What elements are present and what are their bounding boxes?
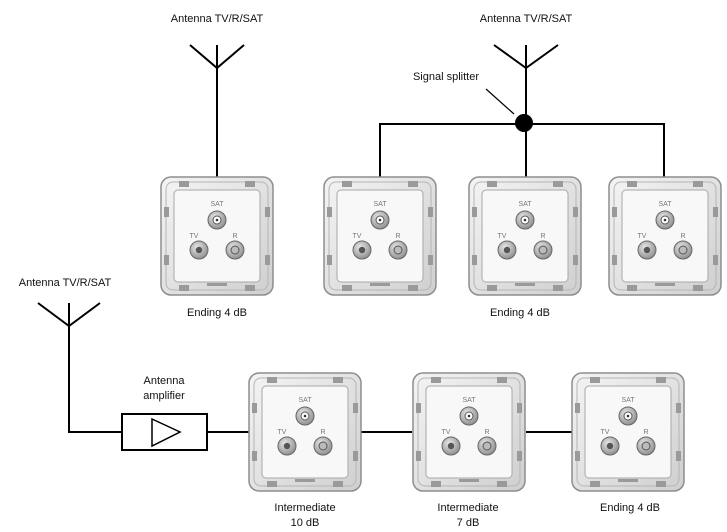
port-label-r: R — [395, 233, 400, 240]
port-label-r: R — [320, 429, 325, 436]
socket-split-2: SAT TV R — [468, 176, 582, 296]
splitter-label: Signal splitter — [413, 71, 479, 83]
socket-label-intermediate-2-line2: 7 dB — [457, 517, 480, 529]
socket-label-intermediate-1-line1: Intermediate — [274, 502, 335, 514]
antenna-label-left: Antenna TV/R/SAT — [19, 277, 112, 289]
port-label-sat: SAT — [518, 201, 532, 208]
antenna-top-right: Antenna TV/R/SAT — [480, 13, 573, 25]
antenna-label-top-right: Antenna TV/R/SAT — [480, 13, 573, 25]
socket-label-single: Ending 4 dB — [187, 307, 247, 319]
port-label-sat: SAT — [462, 397, 476, 404]
port-label-r: R — [484, 429, 489, 436]
antenna-amplifier: Antenna amplifier — [121, 375, 208, 451]
socket-label-intermediate-1-line2: 10 dB — [291, 517, 320, 529]
port-label-r: R — [643, 429, 648, 436]
antenna-left: Antenna TV/R/SAT — [19, 277, 112, 289]
amplifier-label-line2: amplifier — [143, 390, 185, 402]
port-label-r: R — [232, 233, 237, 240]
port-label-r: R — [680, 233, 685, 240]
port-label-sat: SAT — [298, 397, 312, 404]
splitter-node — [515, 114, 533, 132]
port-label-tv: TV — [190, 233, 199, 240]
socket-ending-chain: SAT TV R — [571, 372, 685, 492]
antenna-top-left: Antenna TV/R/SAT — [171, 13, 264, 25]
signal-splitter: Signal splitter — [413, 71, 533, 132]
port-label-r: R — [540, 233, 545, 240]
port-label-sat: SAT — [658, 201, 672, 208]
port-label-tv: TV — [353, 233, 362, 240]
socket-split-1: SAT TV R — [323, 176, 437, 296]
port-label-tv: TV — [498, 233, 507, 240]
socket-intermediate-2: SAT TV R — [412, 372, 526, 492]
amplifier-label-line1: Antenna — [144, 375, 186, 387]
socket-split-3: SAT TV R — [608, 176, 722, 296]
port-label-sat: SAT — [373, 201, 387, 208]
port-label-tv: TV — [638, 233, 647, 240]
socket-intermediate-1: SAT TV R — [248, 372, 362, 492]
socket-label-split-group: Ending 4 dB — [490, 307, 550, 319]
socket-label-intermediate-2-line1: Intermediate — [437, 502, 498, 514]
port-label-sat: SAT — [621, 397, 635, 404]
amplifier-triangle-icon — [151, 417, 182, 448]
port-label-tv: TV — [442, 429, 451, 436]
socket-label-ending-chain: Ending 4 dB — [600, 502, 660, 514]
port-label-sat: SAT — [210, 201, 224, 208]
port-label-tv: TV — [601, 429, 610, 436]
port-label-tv: TV — [278, 429, 287, 436]
antenna-label-top-left: Antenna TV/R/SAT — [171, 13, 264, 25]
socket-single-ending: SAT TV R — [160, 176, 274, 296]
